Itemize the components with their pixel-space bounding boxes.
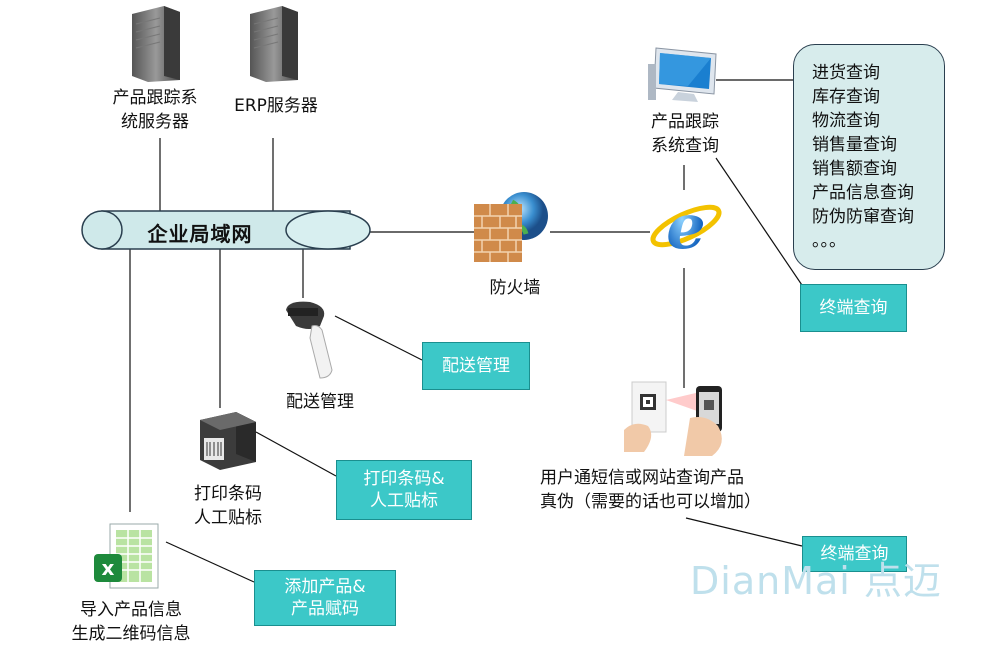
firewall-icon — [472, 190, 552, 266]
query-list-item: 库存查询 — [812, 87, 880, 107]
tracking-server-label: 产品跟踪系 统服务器 — [112, 88, 198, 132]
enterprise-lan-shape — [81, 210, 371, 250]
query-list-item: 销售额查询 — [812, 159, 897, 179]
terminal-label: 产品跟踪 系统查询 — [651, 112, 719, 156]
distribution-label: 配送管理 — [286, 392, 354, 412]
query-list-item: 防伪防窜查询 — [812, 207, 914, 227]
import-box: 添加产品& 产品赋码 — [254, 570, 396, 626]
erp-server-label: ERP服务器 — [234, 96, 318, 116]
query-list-item: 物流查询 — [812, 111, 880, 131]
svg-text:e: e — [666, 190, 705, 263]
barcode-printer-icon — [194, 410, 258, 472]
query-list: 进货查询库存查询物流查询销售量查询销售额查询产品信息查询防伪防窜查询。。。 — [794, 45, 944, 253]
query-list-callout: 进货查询库存查询物流查询销售量查询销售额查询产品信息查询防伪防窜查询。。。 — [793, 44, 945, 270]
user-query-label: 用户通短信或网站查询产品 真伪（需要的话也可以增加） — [540, 468, 761, 512]
query-list-item: 进货查询 — [812, 63, 880, 83]
distribution-box: 配送管理 — [422, 342, 530, 390]
phone-scan-icon — [624, 378, 740, 460]
barcode-scanner-icon — [282, 298, 342, 380]
query-list-item: 产品信息查询 — [812, 183, 914, 203]
erp-server-icon — [246, 4, 302, 82]
svg-text:x: x — [102, 556, 115, 580]
watermark-logo: DianMai 点迈 — [690, 559, 942, 603]
query-list-item: 销售量查询 — [812, 135, 897, 155]
query-list-item: 。。。 — [812, 231, 846, 251]
excel-spreadsheet-icon: x — [92, 520, 164, 592]
enterprise-lan-label: 企业局域网 — [147, 222, 253, 246]
user-query-box: 终端查询 — [802, 536, 907, 572]
printer-label: 打印条码 人工贴标 — [194, 484, 262, 528]
internet-explorer-icon: e — [648, 190, 724, 268]
monitor-icon — [648, 44, 720, 104]
printer-box: 打印条码& 人工贴标 — [336, 460, 472, 520]
tracking-server-icon — [128, 4, 184, 82]
terminal-query-box: 终端查询 — [800, 284, 907, 332]
import-label: 导入产品信息 生成二维码信息 — [71, 600, 191, 644]
firewall-label: 防火墙 — [489, 278, 541, 298]
